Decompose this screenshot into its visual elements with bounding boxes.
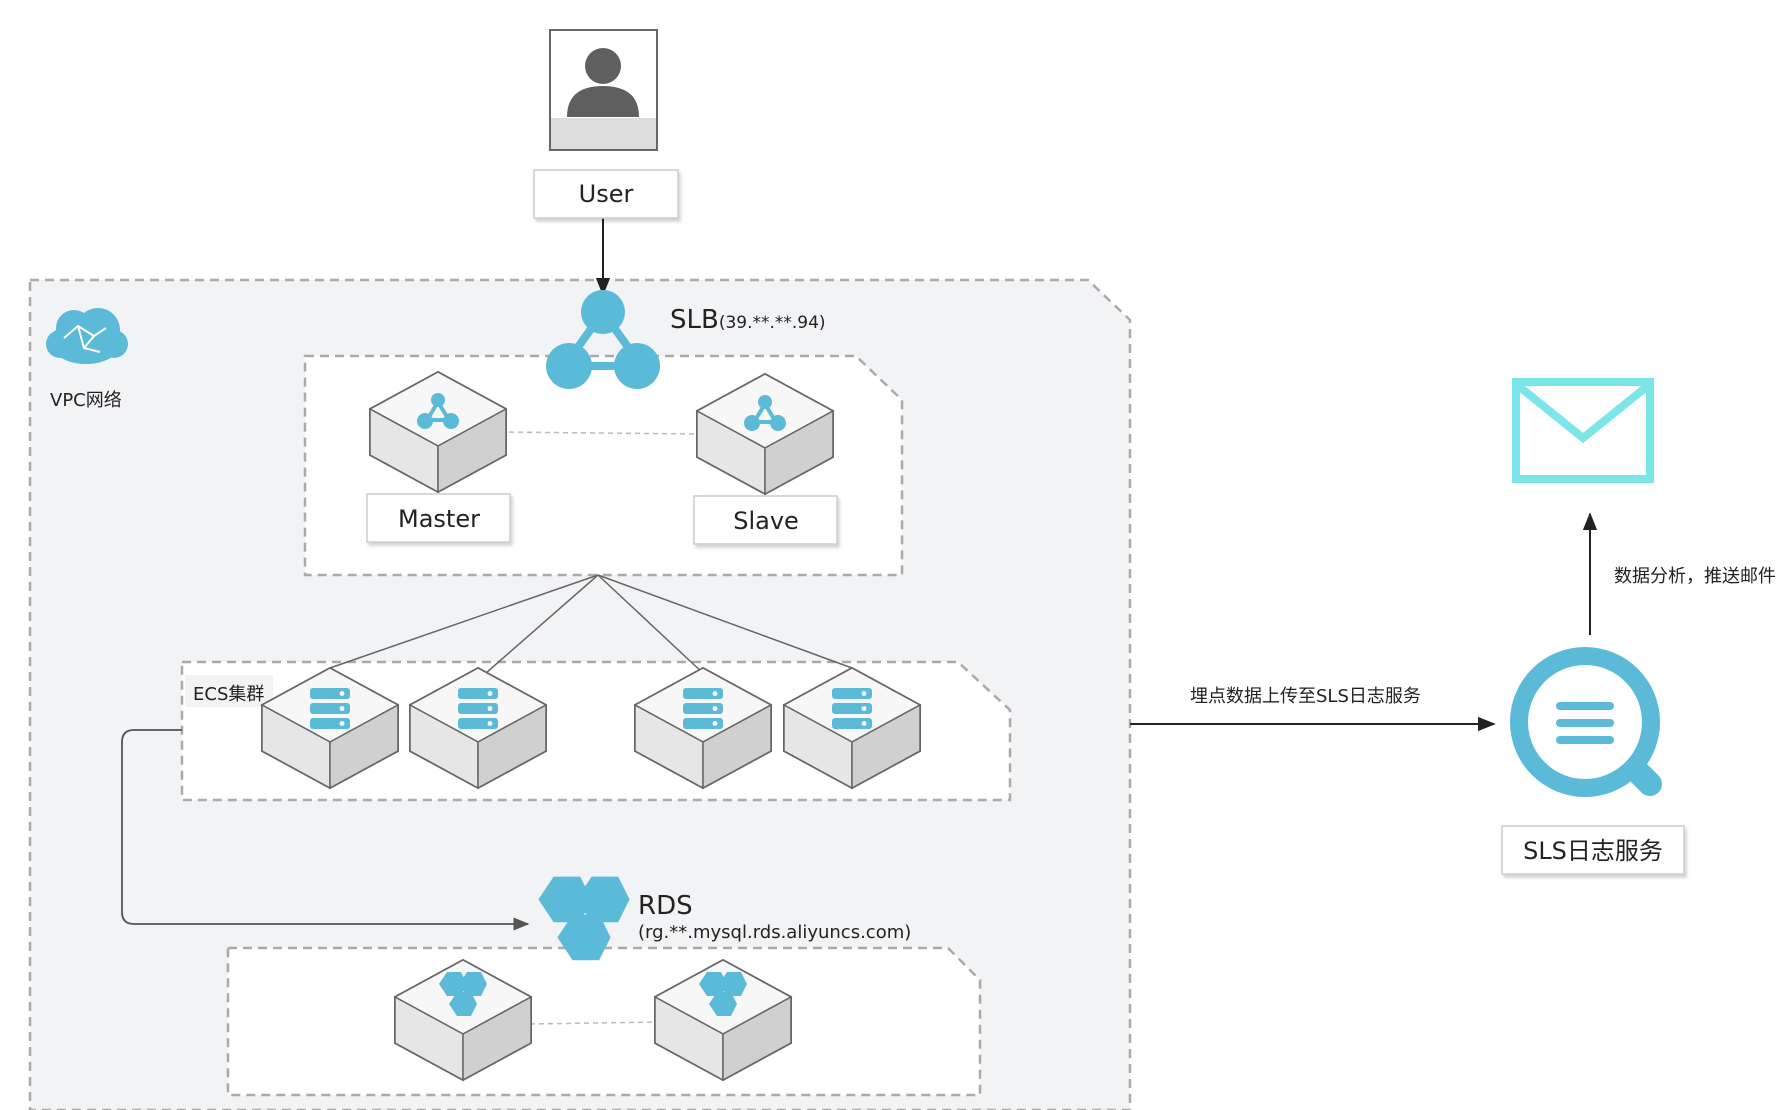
slb-icon [546, 290, 660, 389]
rds-label: RDS [638, 891, 693, 921]
master-label-box [366, 493, 511, 543]
slb-address: (39.**.**.94) [719, 313, 826, 333]
slb-title: SLB(39.**.**.94) [670, 305, 826, 335]
user-label-box [533, 169, 679, 219]
user-node [549, 29, 658, 151]
upload-edge-label: 埋点数据上传至SLS日志服务 [1190, 686, 1421, 707]
ecs-to-rds-edge [121, 729, 530, 931]
slave-label-box [693, 495, 838, 545]
email-edge-label: 数据分析，推送邮件 [1614, 566, 1776, 587]
user-label: User [579, 180, 634, 208]
rds-group-boundary [226, 946, 982, 1097]
slb-to-ecs-fanout [329, 574, 853, 681]
ecs-label: ECS集群 [193, 684, 264, 705]
rds-address: (rg.**.mysql.rds.aliyuncs.com) [638, 922, 911, 943]
ecs-label-box [185, 675, 273, 707]
master-label: Master [398, 505, 480, 533]
user-icon [567, 48, 639, 117]
master-slave-link [499, 431, 697, 435]
sls-label: SLS日志服务 [1523, 837, 1663, 865]
slave-label: Slave [733, 507, 799, 535]
sls-label-box [1501, 825, 1685, 875]
cloud-icon [46, 308, 128, 364]
slb-label: SLB [670, 305, 719, 335]
vpc-label: VPC网络 [50, 390, 122, 411]
rds-node-link [529, 1021, 661, 1025]
mail-icon [1512, 378, 1654, 483]
sls-icon [1510, 647, 1662, 797]
